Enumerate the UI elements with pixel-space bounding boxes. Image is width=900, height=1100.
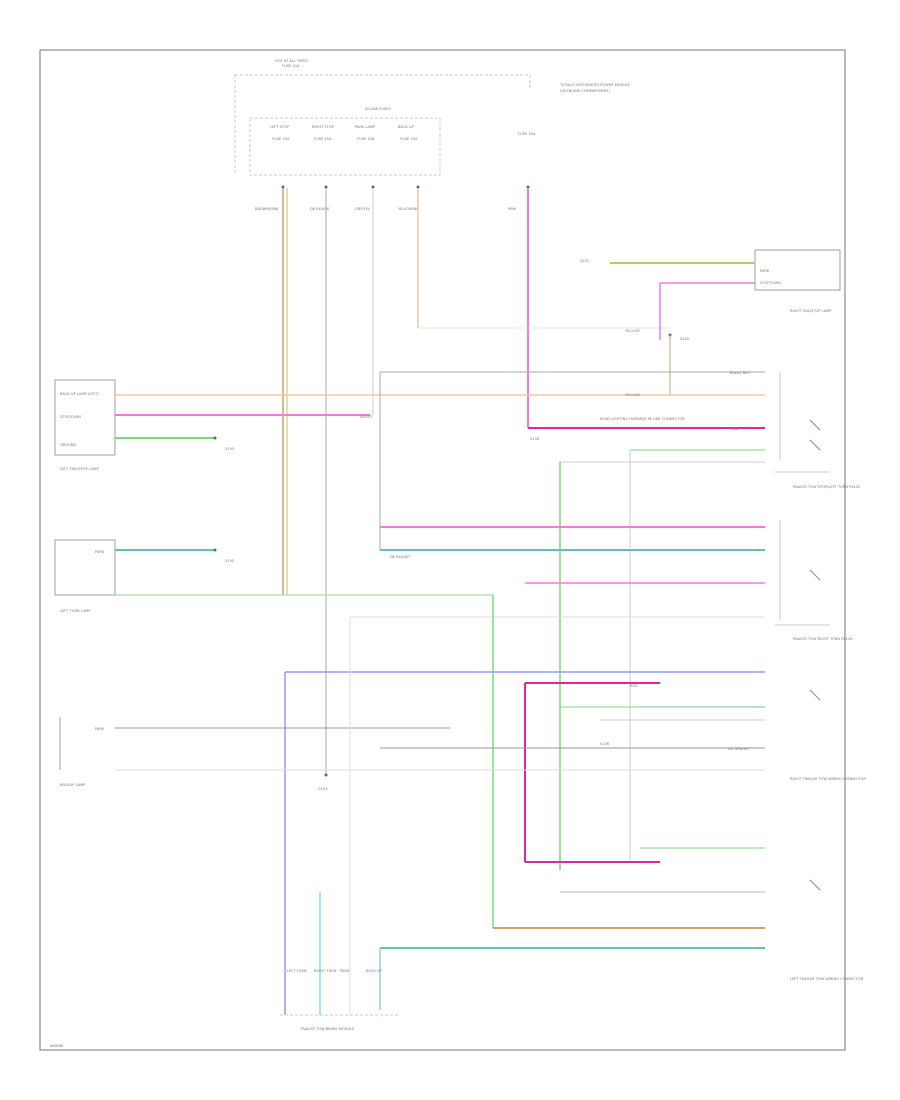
right-fuse-label: FUSE 20A <box>518 132 536 136</box>
right-tail-lamp-label: RIGHT TAIL/STOP LAMP <box>790 309 832 313</box>
splice-label-s104: S104 <box>530 437 540 441</box>
trailer-stop-relay: TRAILER TOW STOP/LEFT TURN RELAY <box>775 372 861 489</box>
right-tail-pin-1: PARK <box>760 269 770 273</box>
power-module: HOT AT ALL TIMES FUSE 10A TOTALLY INTEGR… <box>234 59 631 211</box>
left-turn-lamp: PARK LEFT TURN LAMP <box>54 539 116 613</box>
bottom-pin-3: PARK <box>340 969 350 973</box>
fuse-sub-4: FUSE 15A <box>400 137 418 141</box>
diagram-frame <box>39 49 846 1051</box>
fuse-col-park: PARK LAMP <box>355 125 376 129</box>
wire-label-dkbluwt: DK BLU/WT <box>390 555 411 559</box>
left-trailer-connector-label: LEFT TRAILER TOW WIRING CONNECTOR <box>790 977 864 981</box>
splice-label-s101: S101 <box>580 259 589 263</box>
trailer-brake-module: LEFT TURN RIGHT TURN PARK BACK UP TRAILE… <box>280 969 400 1031</box>
splice-label-s103: S103 <box>225 447 234 451</box>
bottom-pin-1: LEFT TURN <box>287 969 307 973</box>
left-tail-pin-3: GROUND <box>60 443 76 447</box>
trailer-right-relay-label: TRAILER TOW RIGHT TURN RELAY <box>791 637 853 641</box>
wire-magenta-loop: RED S106 <box>524 682 765 893</box>
right-tail-lamp: PARK STOP/TURN RIGHT TAIL/STOP LAMP S101… <box>580 249 841 395</box>
left-tail-lamp: BACK UP LAMP (LEFT) STOP/TURN GROUND LEF… <box>54 379 116 471</box>
backup-lamp: PARK BACKUP LAMP G101 DK GRN/WT <box>59 717 765 791</box>
wire-label-pink: PINK <box>730 427 739 431</box>
trailer-stop-relay-label: TRAILER TOW STOP/LEFT TURN RELAY <box>791 485 861 489</box>
left-turn-lamp-label: LEFT TURN LAMP <box>60 609 91 613</box>
right-horizontal-wires: YELLOW YELLOW BLK/LT BLU PINK S104 REAR … <box>350 329 765 870</box>
fuse-label: FUSE 10A <box>282 64 300 68</box>
wire-label-red: RED <box>630 684 638 688</box>
fuse-group-title: IN-LINE FUSES <box>365 107 391 111</box>
wire-label-blkltblu: BLK/LT BLU <box>730 371 750 375</box>
fuse-col-left-stop: LEFT STOP <box>270 125 290 129</box>
power-module-location: (IN ENGINE COMPARTMENT) <box>560 89 611 93</box>
fuse-sub-2: FUSE 15A <box>314 137 332 141</box>
fuse-sub-1: FUSE 15A <box>272 137 290 141</box>
rear-connector-label: REAR LIGHTING HARNESS IN-LINE CONNECTOR <box>600 417 685 421</box>
backup-lamp-pin: PARK <box>95 727 105 731</box>
fuse-col-right-stop: RIGHT STOP <box>312 125 335 129</box>
vertical-wires <box>282 188 670 775</box>
relay-switch-1 <box>809 689 821 701</box>
splice-label-s106: S106 <box>600 742 610 746</box>
right-trailer-connector-label: RIGHT TRAILER TOW WIRING CONNECTOR <box>790 777 866 781</box>
wire-label-1: BROWN/PINK <box>255 207 279 211</box>
splice-label-s105: S105 <box>225 559 234 563</box>
bottom-pin-4: BACK UP <box>366 969 382 973</box>
right-wire-label: PINK <box>508 207 517 211</box>
wire-label-yellow: YELLOW <box>625 329 640 333</box>
right-tail-pin-2: STOP/TURN <box>760 281 781 285</box>
relay-switch-2 <box>809 879 821 891</box>
wire-label-yellow-2: YELLOW <box>625 393 640 397</box>
fuse-col-backup: BACK UP <box>398 125 414 129</box>
wire-label-3: GRY/YEL <box>355 207 370 211</box>
power-module-label: TOTALLY INTEGRATED POWER MODULE <box>559 83 631 87</box>
left-tail-pin-2: STOP/TURN <box>60 415 81 419</box>
wire-label-dkgrnwt: DK GRN/WT <box>728 747 750 751</box>
wire-label-2: DK BLU/BK <box>310 207 330 211</box>
left-turn-pin: PARK <box>95 550 105 554</box>
footer-code: W8DBK <box>50 1044 64 1048</box>
backup-lamp-label: BACKUP LAMP <box>60 783 86 787</box>
wire-label-4: YELLOW/BK <box>398 207 419 211</box>
hot-at-all-times-label: HOT AT ALL TIMES <box>275 59 309 63</box>
wire-label-violet: VIOLET <box>360 415 374 419</box>
fuse-sub-3: FUSE 15A <box>357 137 375 141</box>
splice-label-s102: S102 <box>680 337 689 341</box>
left-tail-pin-1: BACK UP LAMP (LEFT) <box>60 392 100 396</box>
bottom-module-label: TRAILER TOW BRAKE MODULE <box>299 1027 355 1031</box>
left-tail-lamp-label: LEFT TAIL/STOP LAMP <box>60 467 100 471</box>
bottom-pin-2: RIGHT TURN <box>314 969 337 973</box>
ground-label: G101 <box>318 787 328 791</box>
trailer-right-relay: TRAILER TOW RIGHT TURN RELAY <box>775 520 853 641</box>
